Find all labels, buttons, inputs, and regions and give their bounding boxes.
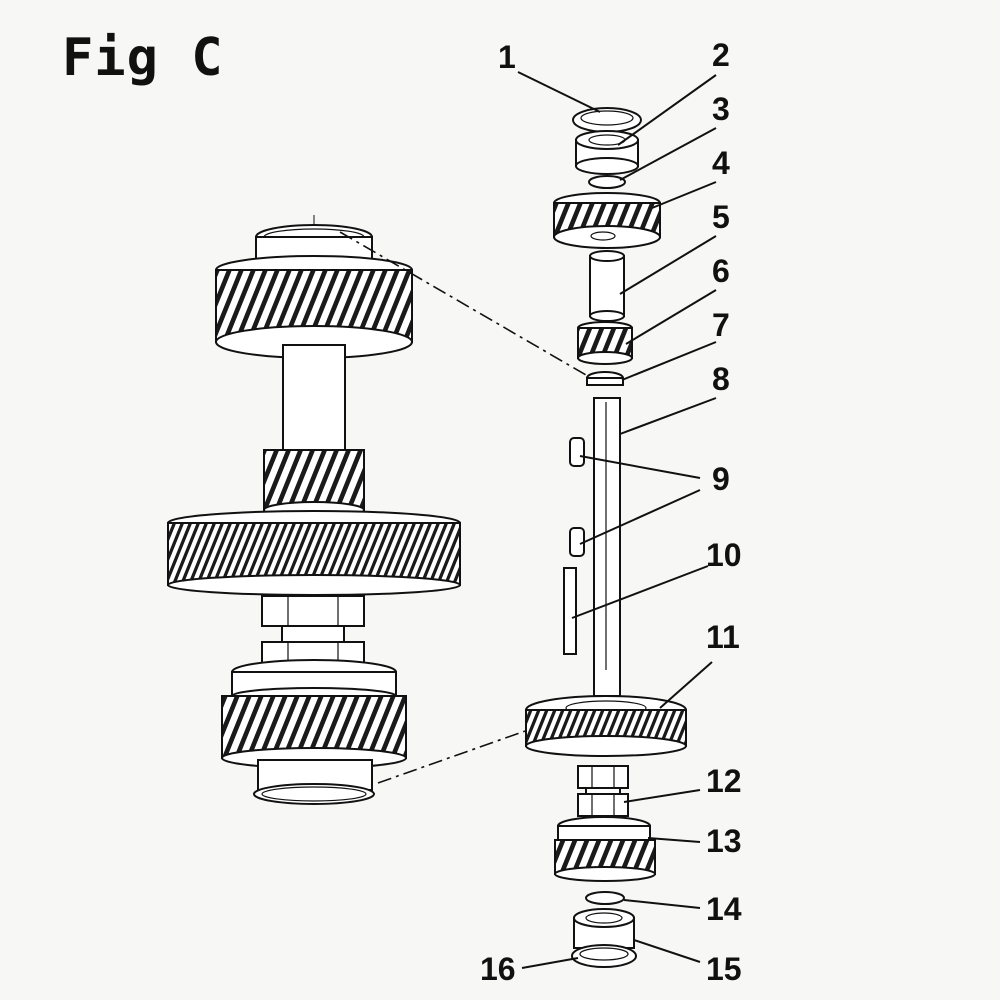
callout-15: 15 [706, 951, 742, 987]
assembled-shaft [167, 215, 461, 805]
callout-16: 16 [480, 951, 516, 987]
figure-title: Fig C [62, 28, 224, 88]
callout-1: 1 [498, 39, 516, 75]
callout-12: 12 [706, 763, 742, 799]
callout-10: 10 [706, 537, 742, 573]
part-10-long-key [563, 567, 577, 655]
part-12-hex-nuts [577, 765, 629, 817]
assembled-main-gear [167, 510, 461, 596]
part-9-key-upper [569, 437, 585, 467]
alignment-line-top [339, 231, 599, 383]
assembled-top-ring [255, 224, 373, 260]
part-15-bearing [573, 908, 635, 949]
callout-4: 4 [712, 145, 730, 181]
callout-14: 14 [706, 891, 742, 927]
part-2-bearing [575, 130, 639, 175]
part-13-flanged-gear [554, 816, 656, 882]
callout-3: 3 [712, 91, 730, 127]
callout-numbers: 1 2 3 4 5 6 7 8 9 10 11 12 13 14 15 16 [480, 37, 742, 987]
callout-9: 9 [712, 461, 730, 497]
part-3-snap-ring [588, 175, 626, 189]
assembled-hex-nuts [261, 595, 365, 673]
part-16-seal [571, 944, 637, 968]
callout-6: 6 [712, 253, 730, 289]
assembled-pinion [263, 449, 365, 519]
part-8-shaft [593, 397, 621, 697]
part-7-collar [586, 371, 624, 386]
assembled-top-gear [215, 255, 413, 359]
callout-7: 7 [712, 307, 730, 343]
part-14-snap-ring [585, 891, 625, 905]
callout-13: 13 [706, 823, 742, 859]
callout-2: 2 [712, 37, 730, 73]
assembled-lower-gear [221, 695, 407, 769]
part-9-key-lower [569, 527, 585, 557]
part-11-large-gear [525, 695, 687, 757]
part-4-gear [553, 192, 661, 249]
part-1-seal-ring [572, 107, 642, 133]
callout-5: 5 [712, 199, 730, 235]
callout-11: 11 [706, 619, 740, 655]
callout-8: 8 [712, 361, 730, 397]
leader-lines [517, 71, 717, 969]
assembled-spacer-tube [282, 344, 346, 454]
assembled-bottom-bearing [253, 759, 375, 805]
part-6-pinion [577, 321, 633, 365]
exploded-parts [525, 107, 687, 968]
part-5-spacer-tube [589, 250, 625, 322]
